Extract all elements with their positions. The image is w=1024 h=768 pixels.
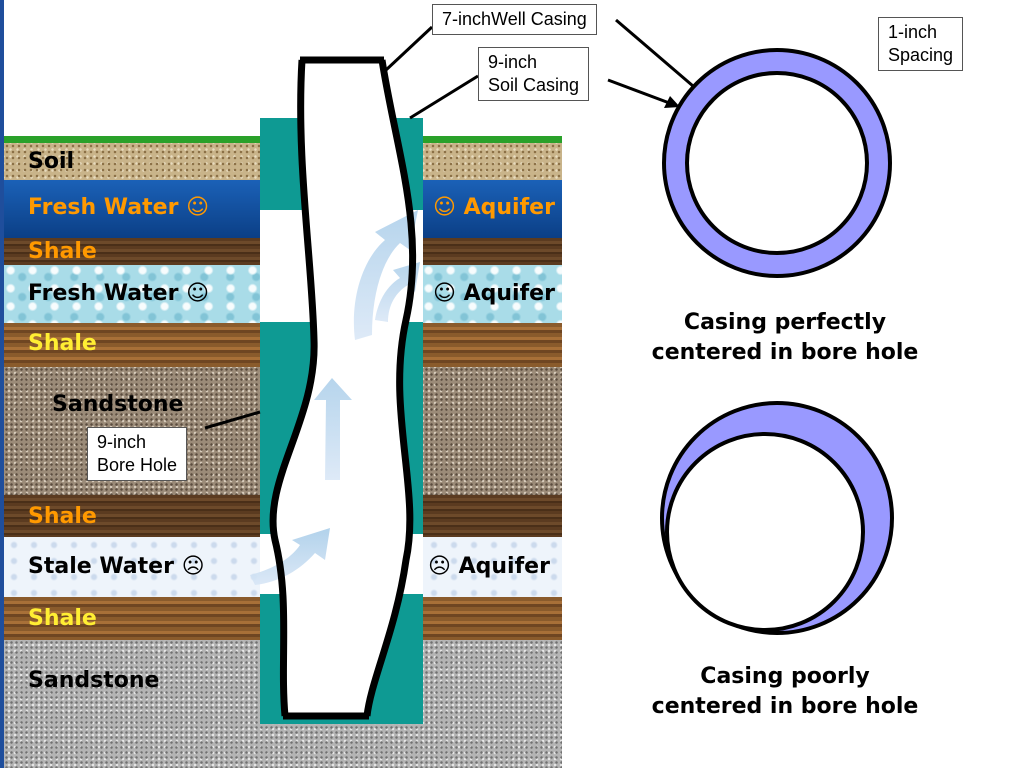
caption-poorly-centered: Casing poorly centered in bore hole xyxy=(625,662,945,722)
callout-spacing: 1-inch Spacing xyxy=(878,17,964,71)
label-stale-water: Stale Water ☹ xyxy=(28,554,205,579)
callout-well-casing-text: 7-inchWell Casing xyxy=(442,9,587,29)
caption-centered-line1: Casing perfectly xyxy=(683,310,887,335)
label-shale-3: Shale xyxy=(28,504,97,529)
label-shale-1: Shale xyxy=(28,239,97,264)
caption-centered: Casing perfectly centered in bore hole xyxy=(625,308,945,368)
arrowhead-spacing-outer xyxy=(664,96,680,108)
callout-soil-casing-line1: 9-inch xyxy=(488,52,538,72)
flow-arrow-upper-out xyxy=(353,210,418,340)
caption-centered-line2: centered in bore hole xyxy=(651,340,919,365)
label-soil: Soil xyxy=(28,149,75,174)
label-aquifer-stale: ☹ Aquifer xyxy=(428,554,550,579)
flow-arrow-stale-inflow xyxy=(250,528,330,585)
slide-accent-bar xyxy=(0,0,4,768)
label-sandstone-1: Sandstone xyxy=(52,392,184,417)
caption-poorly-line1: Casing poorly xyxy=(700,664,870,689)
callout-spacing-line1: 1-inch xyxy=(888,22,938,42)
label-shale-4: Shale xyxy=(28,606,97,631)
callout-soil-casing: 9-inch Soil Casing xyxy=(478,47,590,101)
callout-line-spacing-outer xyxy=(607,78,673,106)
ring-centered-inner xyxy=(685,71,869,255)
label-sandstone-2: Sandstone xyxy=(28,668,160,693)
label-fresh-water-1: Fresh Water ☺ xyxy=(28,195,210,220)
label-fresh-water-2: Fresh Water ☺ xyxy=(28,281,210,306)
well-casing-left-wall xyxy=(269,59,318,717)
caption-poorly-line2: centered in bore hole xyxy=(651,694,919,719)
callout-bore-hole-line1: 9-inch xyxy=(97,432,147,452)
flow-arrow-up xyxy=(314,378,352,480)
callout-bore-hole: 9-inch Bore Hole xyxy=(87,427,188,481)
label-aquifer-2: ☺ Aquifer xyxy=(433,281,555,306)
callout-well-casing: 7-inchWell Casing xyxy=(432,4,597,35)
callout-bore-hole-line2: Bore Hole xyxy=(97,455,178,475)
callout-soil-casing-line2: Soil Casing xyxy=(488,75,580,95)
callout-line-bore-hole xyxy=(204,410,261,430)
label-shale-2: Shale xyxy=(28,331,97,356)
callout-line-well-casing xyxy=(384,25,434,72)
ring-poor-inner xyxy=(665,432,865,632)
callout-spacing-line2: Spacing xyxy=(888,45,954,65)
well-casing-right-wall xyxy=(363,59,417,717)
callout-line-soil-casing xyxy=(409,74,479,120)
label-aquifer-1: ☺ Aquifer xyxy=(433,195,555,220)
callout-line-spacing-inner xyxy=(615,18,701,94)
